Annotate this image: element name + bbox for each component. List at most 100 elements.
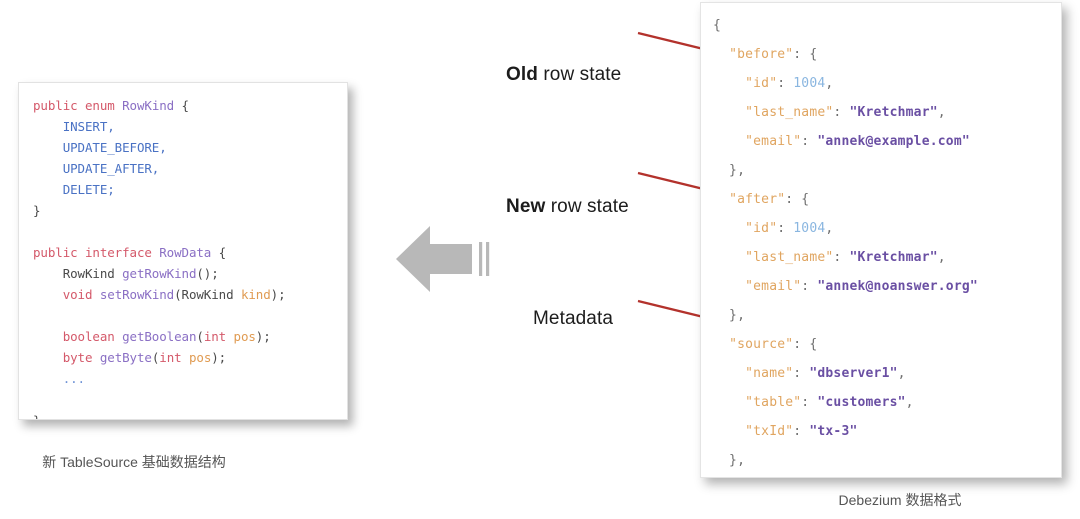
code-token: UPDATE_BEFORE,	[62, 140, 167, 155]
code-token: (RowKind	[174, 287, 241, 302]
code-line	[33, 221, 347, 242]
code-token	[33, 350, 63, 365]
annotation-old-row-state: Old row state	[506, 64, 621, 86]
code-token: pos	[188, 350, 212, 365]
code-token: "after"	[729, 192, 786, 207]
code-token	[713, 366, 745, 381]
code-line: "txId": "tx-3"	[713, 417, 1061, 446]
code-token: "last_name"	[745, 250, 834, 265]
code-token: ();	[196, 266, 219, 281]
code-line: "id": 1004,	[713, 69, 1061, 98]
left-panel-caption: 新 TableSource 基础数据结构	[42, 454, 226, 470]
code-token: "email"	[745, 134, 802, 149]
code-token: }	[33, 413, 41, 419]
code-token: ...	[62, 371, 85, 386]
right-panel-caption: Debezium 数据格式	[838, 492, 962, 508]
code-token: {	[713, 18, 722, 33]
code-token	[33, 287, 63, 302]
annotation-new-row-state-bold: New	[506, 196, 546, 217]
code-token: "name"	[745, 366, 794, 381]
code-token: "email"	[745, 279, 802, 294]
annotation-new-row-state: New row state	[506, 196, 629, 218]
code-token	[713, 76, 745, 91]
code-token	[33, 329, 63, 344]
code-token	[713, 424, 745, 439]
code-token: enum	[84, 98, 123, 113]
code-line	[33, 305, 347, 326]
code-token: (	[151, 350, 160, 365]
code-token: int	[203, 329, 234, 344]
java-code-block: public enum RowKind { INSERT, UPDATE_BEF…	[19, 83, 347, 419]
code-line: "after": {	[713, 185, 1061, 214]
code-token: "source"	[729, 337, 794, 352]
code-token: INSERT,	[62, 119, 115, 134]
code-line: void setRowKind(RowKind kind);	[33, 284, 347, 305]
code-token: "customers"	[817, 395, 906, 410]
code-token: "Kretchmar"	[849, 105, 938, 120]
code-line: boolean getBoolean(int pos);	[33, 326, 347, 347]
annotation-new-row-state-rest: row state	[545, 196, 629, 217]
code-token: getBoolean	[122, 329, 197, 344]
code-token: :	[793, 366, 810, 381]
code-line: "table": "customers",	[713, 388, 1061, 417]
code-token: "id"	[745, 221, 778, 236]
code-token	[33, 119, 63, 134]
code-token: :	[801, 395, 818, 410]
code-token: 1004	[793, 76, 826, 91]
code-line: "before": {	[713, 40, 1061, 69]
code-token: :	[801, 279, 818, 294]
code-token: boolean	[62, 329, 123, 344]
json-code-block: { "before": { "id": 1004, "last_name": "…	[701, 3, 1061, 477]
code-line: "op": "u",	[713, 475, 1061, 477]
code-token: int	[159, 350, 189, 365]
code-token	[713, 105, 745, 120]
code-token	[33, 161, 63, 176]
code-token	[33, 182, 63, 197]
code-token: interface	[84, 245, 160, 260]
code-token: "last_name"	[745, 105, 834, 120]
code-token	[713, 279, 745, 294]
code-token: : {	[793, 337, 818, 352]
code-line: UPDATE_AFTER,	[33, 158, 347, 179]
code-token	[713, 337, 729, 352]
code-line: {	[713, 11, 1061, 40]
code-token: "Kretchmar"	[849, 250, 938, 265]
code-token: ,	[937, 250, 946, 265]
code-token	[713, 221, 745, 236]
code-token: },	[713, 163, 746, 178]
code-token: byte	[62, 350, 100, 365]
code-token: pos	[233, 329, 256, 344]
code-token: 1004	[793, 221, 826, 236]
code-token: ,	[905, 395, 914, 410]
code-token: },	[713, 453, 746, 468]
code-line: "name": "dbserver1",	[713, 359, 1061, 388]
debezium-json-card: { "before": { "id": 1004, "last_name": "…	[700, 2, 1062, 478]
code-token: "txId"	[745, 424, 794, 439]
code-token	[713, 395, 745, 410]
code-token: "dbserver1"	[809, 366, 898, 381]
code-token	[713, 47, 729, 62]
flink-rowdata-code-card: public enum RowKind { INSERT, UPDATE_BEF…	[18, 82, 348, 420]
code-line: DELETE;	[33, 179, 347, 200]
code-token	[713, 192, 729, 207]
code-token: DELETE;	[62, 182, 115, 197]
code-token: RowKind	[122, 98, 175, 113]
code-token	[33, 371, 63, 386]
annotation-old-row-state-bold: Old	[506, 64, 538, 85]
code-token: {	[211, 245, 227, 260]
code-token: UPDATE_AFTER,	[62, 161, 160, 176]
code-token	[713, 134, 745, 149]
annotation-metadata: Metadata	[533, 308, 613, 330]
code-token: public	[33, 245, 85, 260]
code-token: :	[833, 105, 850, 120]
code-line: "last_name": "Kretchmar",	[713, 98, 1061, 127]
code-token: :	[801, 134, 818, 149]
code-line: }	[33, 200, 347, 221]
code-token: "tx-3"	[809, 424, 858, 439]
code-token: "annek@example.com"	[817, 134, 970, 149]
code-token: setRowKind	[99, 287, 175, 302]
code-token: ,	[897, 366, 906, 381]
code-line: },	[713, 156, 1061, 185]
code-token: "table"	[745, 395, 802, 410]
code-line: public interface RowData {	[33, 242, 347, 263]
